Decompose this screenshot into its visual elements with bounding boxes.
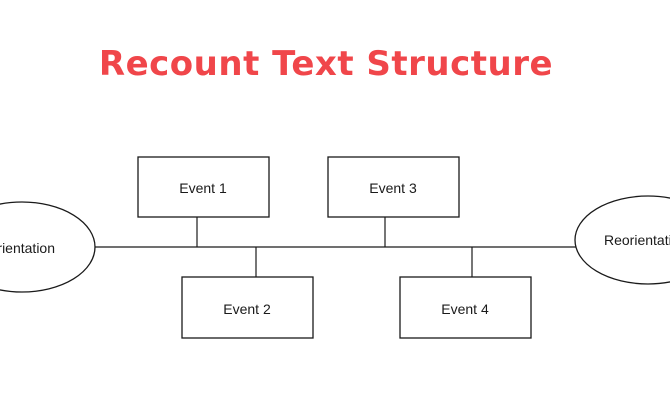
reorientation-node: Reorientation <box>574 195 670 285</box>
event-1-node: Event 1 <box>137 156 270 218</box>
event-4-label: Event 4 <box>441 301 489 317</box>
event-3-box <box>327 156 460 218</box>
event-2-node: Event 2 <box>181 276 314 339</box>
event-4-box <box>399 276 532 339</box>
orientation-node: Orientation <box>0 201 96 293</box>
event-1-label: Event 1 <box>179 180 227 196</box>
event-2-box <box>181 276 314 339</box>
page-title: Recount Text Structure <box>98 44 554 84</box>
event-4-node: Event 4 <box>399 276 532 339</box>
reorientation-label: Reorientation <box>604 232 670 248</box>
reorientation-oval <box>574 195 670 285</box>
orientation-oval <box>0 201 96 293</box>
event-3-label: Event 3 <box>369 180 417 196</box>
event-3-node: Event 3 <box>327 156 460 218</box>
event-2-label: Event 2 <box>223 301 271 317</box>
orientation-label: Orientation <box>0 240 55 256</box>
event-1-box <box>137 156 270 218</box>
